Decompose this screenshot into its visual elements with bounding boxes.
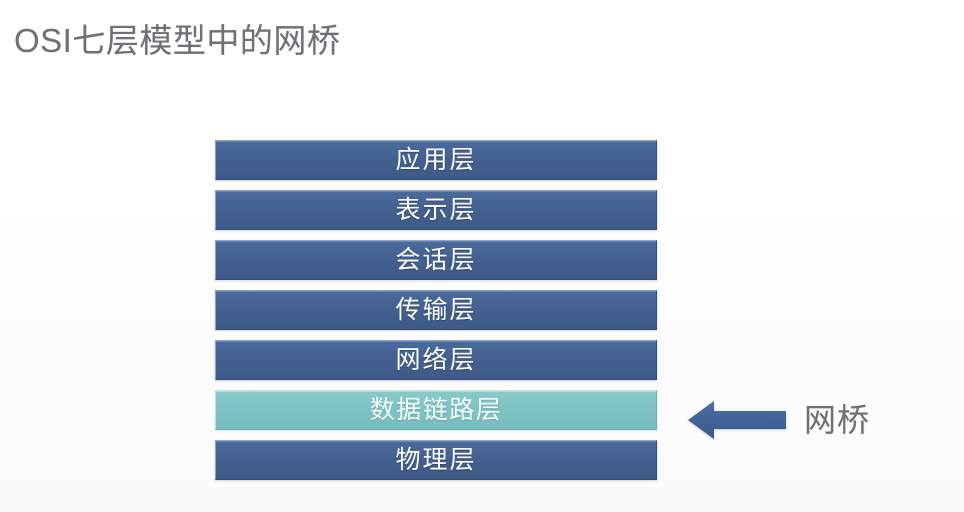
layer-label: 传输层 — [395, 295, 477, 324]
layer-row: 应用层 — [215, 140, 657, 180]
osi-layer-physical[interactable]: 物理层 — [215, 440, 657, 480]
layer-row: 数据链路层 — [215, 390, 657, 430]
layer-label: 应用层 — [395, 145, 477, 174]
layer-label: 表示层 — [395, 195, 477, 224]
layer-label: 数据链路层 — [369, 395, 503, 424]
layer-row: 网络层 — [215, 340, 657, 380]
osi-layer-data-link[interactable]: 数据链路层 — [215, 390, 657, 430]
osi-layer-session[interactable]: 会话层 — [215, 240, 657, 280]
osi-layer-application[interactable]: 应用层 — [215, 140, 657, 180]
osi-layer-network[interactable]: 网络层 — [215, 340, 657, 380]
layer-label: 网络层 — [395, 345, 477, 374]
osi-layer-transport[interactable]: 传输层 — [215, 290, 657, 330]
layer-label: 会话层 — [395, 245, 477, 274]
osi-layer-stack: 应用层 表示层 会话层 传输层 网络层 数据链路层 — [215, 140, 657, 480]
arrow-left-icon — [688, 401, 786, 439]
bridge-annotation: 网桥 — [688, 396, 870, 444]
page-title: OSI七层模型中的网桥 — [14, 22, 341, 59]
layer-row: 传输层 — [215, 290, 657, 330]
bridge-label: 网桥 — [804, 402, 871, 438]
layer-row: 表示层 — [215, 190, 657, 230]
layer-row: 物理层 — [215, 440, 657, 480]
osi-layer-presentation[interactable]: 表示层 — [215, 190, 657, 230]
layer-row: 会话层 — [215, 240, 657, 280]
layer-label: 物理层 — [395, 445, 477, 474]
